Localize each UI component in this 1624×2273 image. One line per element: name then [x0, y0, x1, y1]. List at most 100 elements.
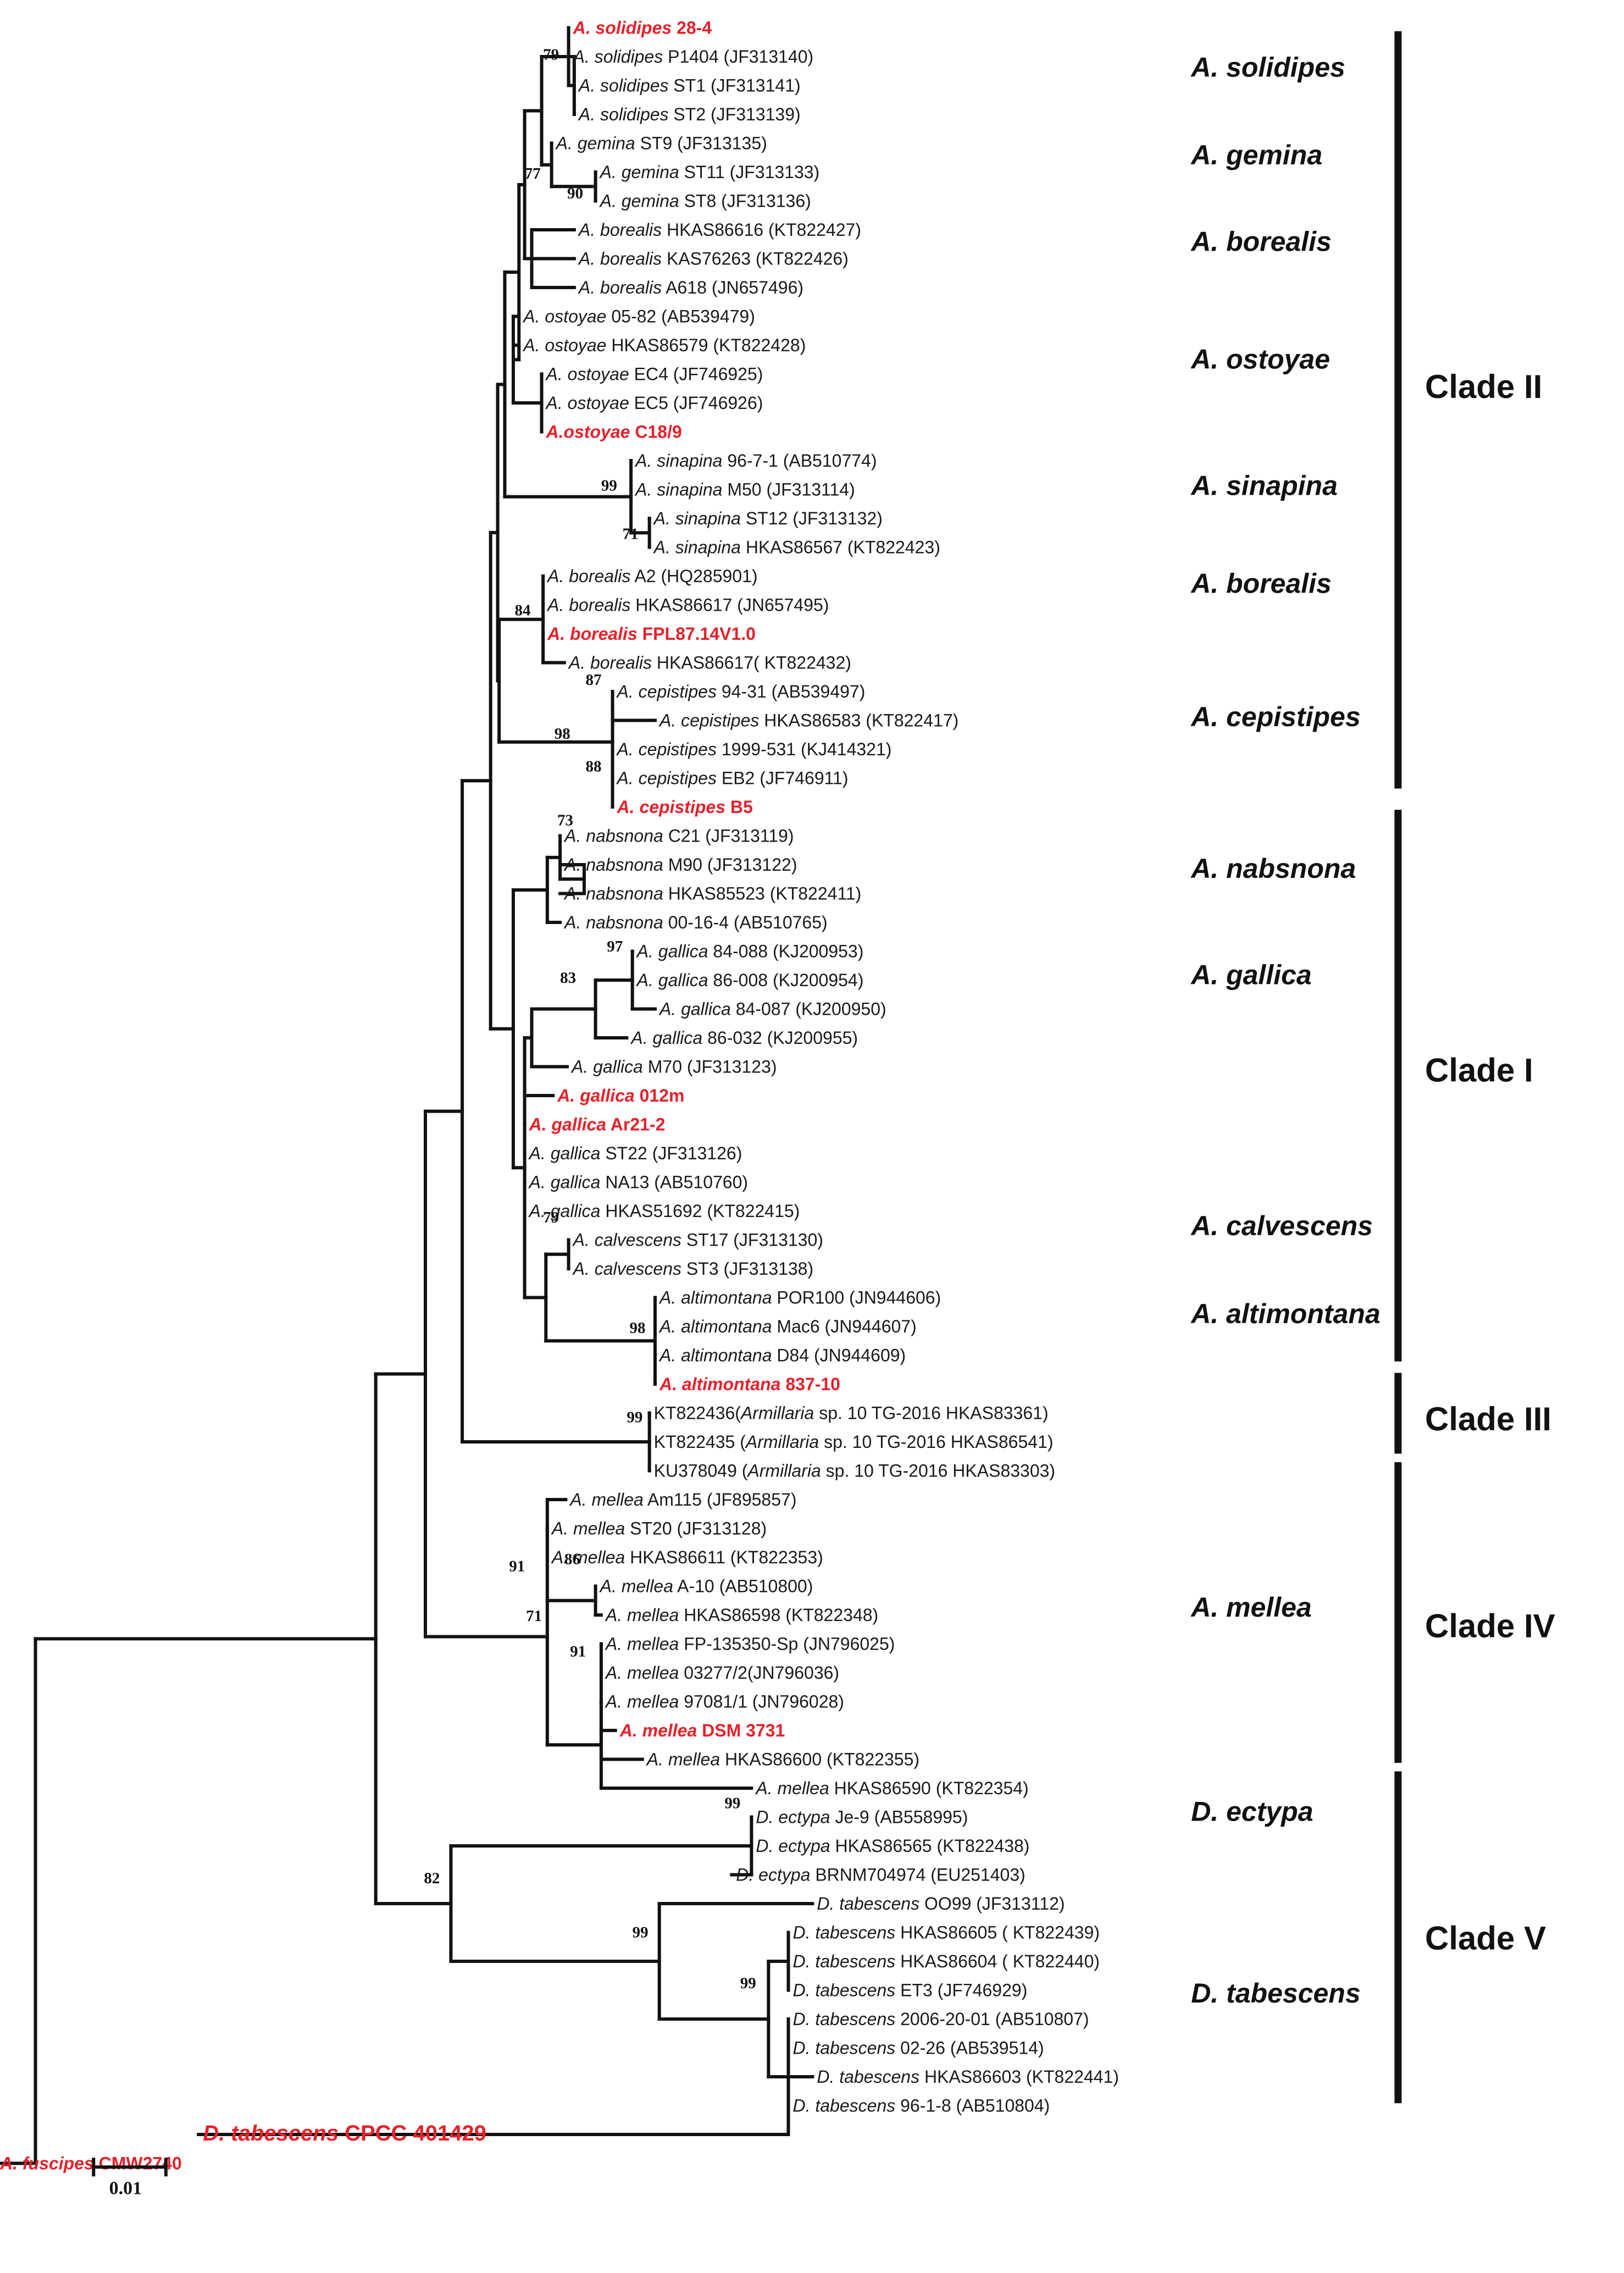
taxon-label: A. nabsnona HKAS85523 (KT822411) — [563, 884, 861, 904]
taxon-label-part: A. gemina — [599, 162, 679, 182]
taxon-label: A. altimontana POR100 (JN944606) — [658, 1288, 941, 1308]
species-label: A. altimontana — [1190, 1298, 1380, 1329]
taxon-label: KT822436(Armillaria sp. 10 TG-2016 HKAS8… — [654, 1403, 1049, 1423]
taxon-label-part: EC4 (JF746925) — [629, 364, 763, 384]
taxon-label-part: D84 (JN944609) — [772, 1346, 906, 1365]
taxon-label: A. gemina ST8 (JF313136) — [599, 191, 811, 211]
species-label: A. gallica — [1190, 959, 1312, 990]
taxon-label-part: A. mellea — [551, 1519, 625, 1539]
taxon-label: A. borealis KAS76263 (KT822426) — [578, 249, 849, 269]
taxon-label-part: D. tabescens — [792, 1951, 895, 1971]
taxon-label-part: HKAS86604 ( KT822440) — [895, 1951, 1100, 1971]
taxon-label: A. borealis A618 (JN657496) — [578, 278, 803, 297]
taxon-label-part: A. mellea — [599, 1577, 673, 1596]
taxon-label: A. ostoyae HKAS86579 (KT822428) — [522, 335, 806, 355]
taxon-label-part: HKAS86567 (KT822423) — [741, 538, 940, 557]
taxon-label-part: HKAS86616 (KT822427) — [662, 220, 861, 240]
taxon-label-part: A. borealis — [568, 653, 652, 673]
taxon-label-part: 02-26 (AB539514) — [895, 2038, 1044, 2058]
taxon-label-part: HKAS86598 (KT822348) — [679, 1605, 878, 1625]
bootstrap-value: 84 — [515, 602, 531, 620]
bootstrap-value: 99 — [724, 1795, 740, 1812]
species-label: A. calvescens — [1190, 1210, 1373, 1241]
taxon-label: A.ostoyae C18/9 — [546, 422, 682, 442]
taxon-label-part: A. fuscipes — [0, 2154, 94, 2174]
taxon-label-part: BRNM704974 (EU251403) — [810, 1865, 1025, 1885]
taxon-label: A. sinapina ST12 (JF313132) — [653, 508, 883, 528]
taxon-label-part: A. solidipes — [572, 47, 663, 67]
bootstrap-value: 99 — [601, 477, 617, 495]
taxon-label: A. sinapina 96-7-1 (AB510774) — [634, 451, 877, 471]
taxon-label-part: A. ostoyae — [522, 335, 606, 355]
taxon-label: A. gallica 86-008 (KJ200954) — [636, 970, 864, 990]
bootstrap-value: 97 — [607, 938, 623, 955]
taxon-label: A. mellea HKAS86598 (KT822348) — [605, 1605, 878, 1625]
taxon-label: A. cepistipes EB2 (JF746911) — [616, 768, 849, 788]
species-label: A. ostoyae — [1190, 344, 1330, 375]
taxon-label: A. sinapina M50 (JF313114) — [634, 480, 855, 500]
clade-label: Clade III — [1425, 1401, 1551, 1437]
taxon-label: A. borealis HKAS86617 (JN657495) — [546, 595, 829, 615]
taxon-label-part: KT822435 ( — [654, 1432, 746, 1452]
taxon-label-part: HKAS86600 (KT822355) — [720, 1750, 919, 1769]
taxon-label-part: ST22 (JF313126) — [600, 1143, 742, 1163]
bootstrap-value: 91 — [570, 1642, 586, 1660]
taxon-label-part: HKAS86605 ( KT822439) — [895, 1923, 1100, 1943]
taxon-label: A. mellea HKAS86600 (KT822355) — [646, 1750, 919, 1769]
taxon-label-part: Mac6 (JN944607) — [772, 1317, 917, 1336]
taxon-label: A. gallica 84-088 (KJ200953) — [636, 942, 864, 961]
taxon-label: D. tabescens 96-1-8 (AB510804) — [792, 2096, 1050, 2116]
taxon-label: A. nabsnona 00-16-4 (AB510765) — [563, 912, 828, 932]
taxon-label-part: FP-135350-Sp (JN796025) — [679, 1634, 895, 1654]
taxon-label-part: HKAS85523 (KT822411) — [663, 884, 862, 904]
taxon-label-part: D. tabescens — [203, 2121, 339, 2145]
taxon-label: A. mellea DSM 3731 — [619, 1721, 785, 1740]
taxon-label: A. gemina ST9 (JF313135) — [555, 134, 767, 153]
taxon-label: A. ostoyae EC5 (JF746926) — [545, 393, 763, 413]
taxon-label-part: A. solidipes — [578, 76, 669, 96]
taxon-label-part: A. altimontana — [658, 1317, 772, 1336]
taxon-label-part: D. tabescens — [817, 1894, 919, 1913]
taxon-label-part: A. gallica — [658, 999, 731, 1019]
taxon-label-part: C18/9 — [630, 422, 681, 442]
taxon-label: A. cepistipes 94-31 (AB539497) — [616, 682, 866, 701]
taxon-label-part: ST17 (JF313130) — [681, 1230, 823, 1250]
taxon-label-part: A. ostoyae — [522, 307, 606, 327]
taxon-label-part: A. mellea — [569, 1490, 643, 1509]
taxon-label: D. tabescens CPCC 401429 — [203, 2121, 486, 2145]
bootstrap-value: 77 — [525, 165, 541, 182]
bootstrap-value: 79 — [543, 1209, 559, 1226]
taxon-label-part: sp. 10 TG-2016 HKAS83361) — [814, 1403, 1048, 1423]
taxon-label-part: KT822436( — [654, 1403, 741, 1423]
bootstrap-value: 90 — [567, 185, 583, 202]
clade-label: Clade II — [1425, 368, 1542, 405]
taxon-label-part: 84-087 (KJ200950) — [731, 999, 886, 1019]
taxon-label-part: Je-9 (AB558995) — [830, 1807, 968, 1827]
taxon-label-part: A618 (JN657496) — [662, 278, 803, 297]
bootstrap-value: 98 — [630, 1319, 646, 1337]
taxon-label-part: A. nabsnona — [563, 826, 663, 846]
taxon-label-part: A. borealis — [546, 595, 630, 615]
species-label: A. borealis — [1190, 226, 1332, 257]
taxon-label-part: A. ostoyae — [545, 393, 629, 413]
taxon-label-part: 28-4 — [672, 18, 712, 38]
taxon-label-part: A2 (HQ285901) — [630, 566, 757, 586]
taxon-label-part: HKAS86603 (KT822441) — [919, 2067, 1119, 2087]
taxon-label: A. cepistipes B5 — [617, 797, 753, 817]
taxon-label-part: ST3 (JF313138) — [681, 1259, 813, 1279]
taxon-label: A. calvescens ST17 (JF313130) — [572, 1230, 823, 1250]
taxon-label-part: ST11 (JF313133) — [679, 162, 820, 182]
taxon-label-part: ET3 (JF746929) — [895, 1981, 1027, 2000]
species-label: A. mellea — [1190, 1592, 1312, 1623]
taxon-label-part: A. borealis — [547, 624, 638, 644]
taxon-label-part: C21 (JF313119) — [663, 826, 794, 846]
taxon-label-part: FPL87.14V1.0 — [638, 624, 756, 644]
taxon-label-part: HKAS86617( KT822432) — [652, 653, 851, 673]
taxon-label-part: Armillaria — [746, 1461, 821, 1481]
taxon-label-part: A. gallica — [529, 1115, 607, 1135]
taxon-label-part: D. tabescens — [792, 2009, 895, 2029]
taxon-label: A. mellea FP-135350-Sp (JN796025) — [605, 1634, 895, 1654]
bootstrap-value: 99 — [740, 1975, 756, 1992]
taxon-label-part: 012m — [635, 1086, 685, 1105]
